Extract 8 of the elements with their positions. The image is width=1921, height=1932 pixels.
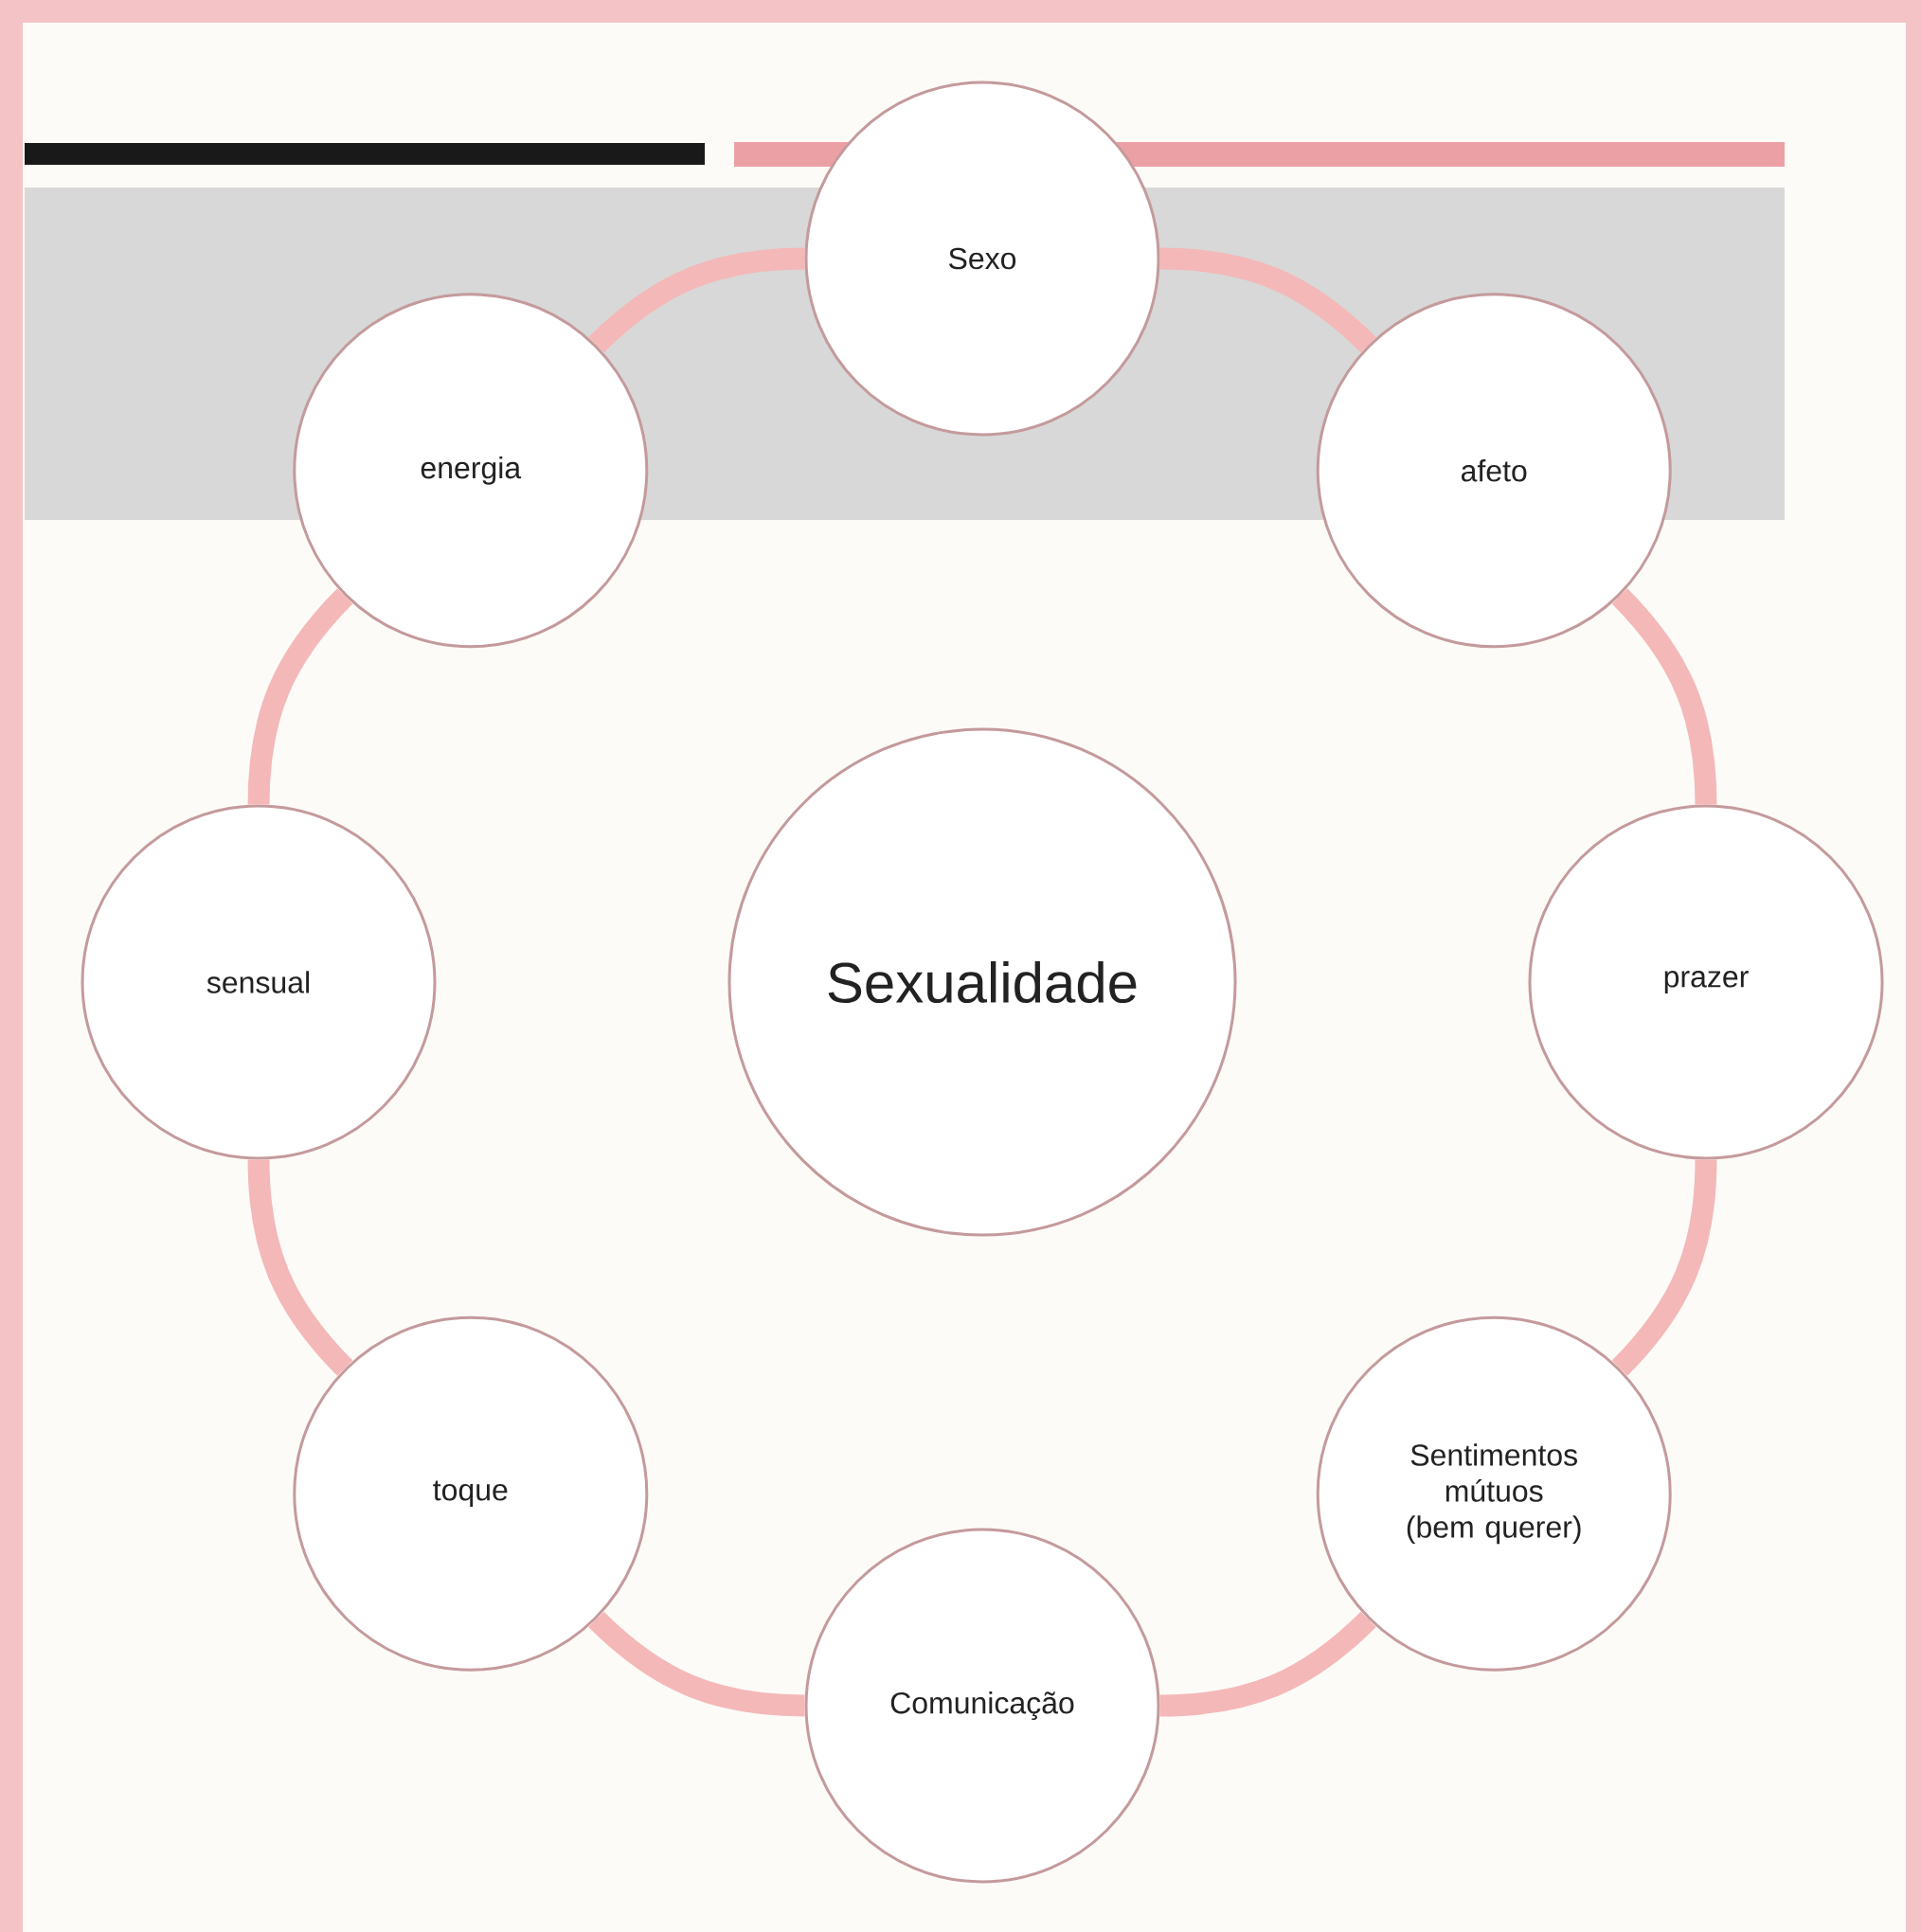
ring-segment [1611,588,1717,805]
ring-segment [588,1611,805,1717]
ring-segment [1159,247,1376,353]
ring-segment [1611,1159,1717,1376]
ring-segment [588,247,805,353]
ring-segment [247,588,353,805]
ring-segment [247,1159,353,1376]
ring-segment [1159,1611,1376,1717]
